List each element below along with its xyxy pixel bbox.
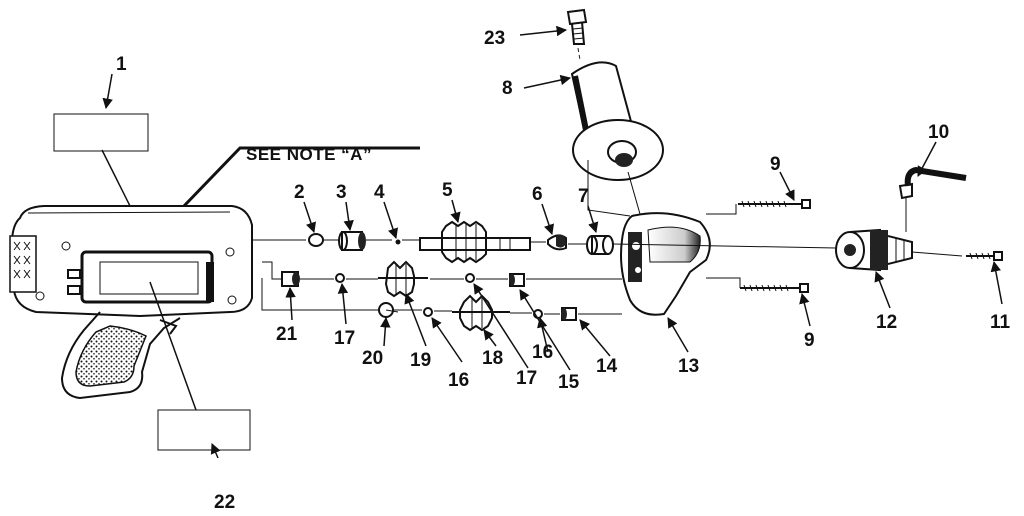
vent-slots <box>9 235 37 293</box>
chuck-key <box>898 166 967 200</box>
callout-6: 6 <box>532 184 543 205</box>
screw-chuck <box>966 251 1003 261</box>
switch-button <box>67 269 81 279</box>
part-7-bushing <box>586 235 614 255</box>
callout-17-left: 17 <box>334 328 355 349</box>
callout-5: 5 <box>442 180 453 201</box>
pistol-grip <box>60 311 181 400</box>
part-15-bushing <box>509 273 525 287</box>
part-21-bushing <box>281 271 300 287</box>
callout-20: 20 <box>362 348 383 369</box>
screw-upper <box>738 199 811 209</box>
gear-case <box>620 212 711 316</box>
callout-13: 13 <box>678 356 699 377</box>
callout-3: 3 <box>336 182 347 203</box>
callout-4: 4 <box>374 182 385 203</box>
callout-16-left: 16 <box>448 370 469 391</box>
assembly-lines <box>252 47 963 315</box>
part-19-pinion <box>378 260 428 298</box>
handle-bolt <box>566 8 588 45</box>
leader-lines <box>101 25 1003 459</box>
callout-7: 7 <box>578 186 589 207</box>
callout-21: 21 <box>276 324 298 345</box>
callout-9-lower: 9 <box>804 330 815 351</box>
callout-23: 23 <box>484 28 505 49</box>
callout-22: 22 <box>214 492 235 513</box>
callout-9-upper: 9 <box>770 154 781 175</box>
drill-housing <box>9 205 253 400</box>
note-a-pointer: SEE NOTE “A” <box>182 145 420 208</box>
part-2-bearing <box>308 233 324 247</box>
callout-11: 11 <box>990 312 1011 333</box>
callout-12: 12 <box>876 312 897 333</box>
callout-15: 15 <box>558 372 580 393</box>
callout-8: 8 <box>502 78 513 99</box>
callout-18: 18 <box>482 348 503 369</box>
part-14-bushing <box>561 307 577 321</box>
drill-chuck <box>835 228 913 272</box>
part-17-washer-right <box>465 273 475 283</box>
label-box-top <box>53 113 149 152</box>
callout-14: 14 <box>596 356 618 377</box>
part-16-washer-left <box>423 307 433 317</box>
part-3-sleeve <box>338 231 366 251</box>
callout-17-right: 17 <box>516 368 537 389</box>
callout-numbers: 1 2 3 4 5 6 7 8 9 9 10 11 12 13 14 15 16… <box>116 28 1011 513</box>
side-handle <box>570 61 664 181</box>
part-4-washer <box>395 239 401 245</box>
callout-19: 19 <box>410 350 431 371</box>
callout-16-right: 16 <box>532 342 553 363</box>
callout-10: 10 <box>928 122 949 143</box>
callout-2: 2 <box>294 182 305 203</box>
label-box-bottom <box>157 409 251 451</box>
part-17-washer-left <box>335 273 345 283</box>
part-5-spindle-gear <box>419 220 531 264</box>
screw-lower <box>740 283 809 293</box>
part-18-gear <box>452 294 510 332</box>
callout-1: 1 <box>116 54 127 75</box>
part-6-seal <box>547 234 567 251</box>
note-a-label: SEE NOTE “A” <box>246 145 372 164</box>
